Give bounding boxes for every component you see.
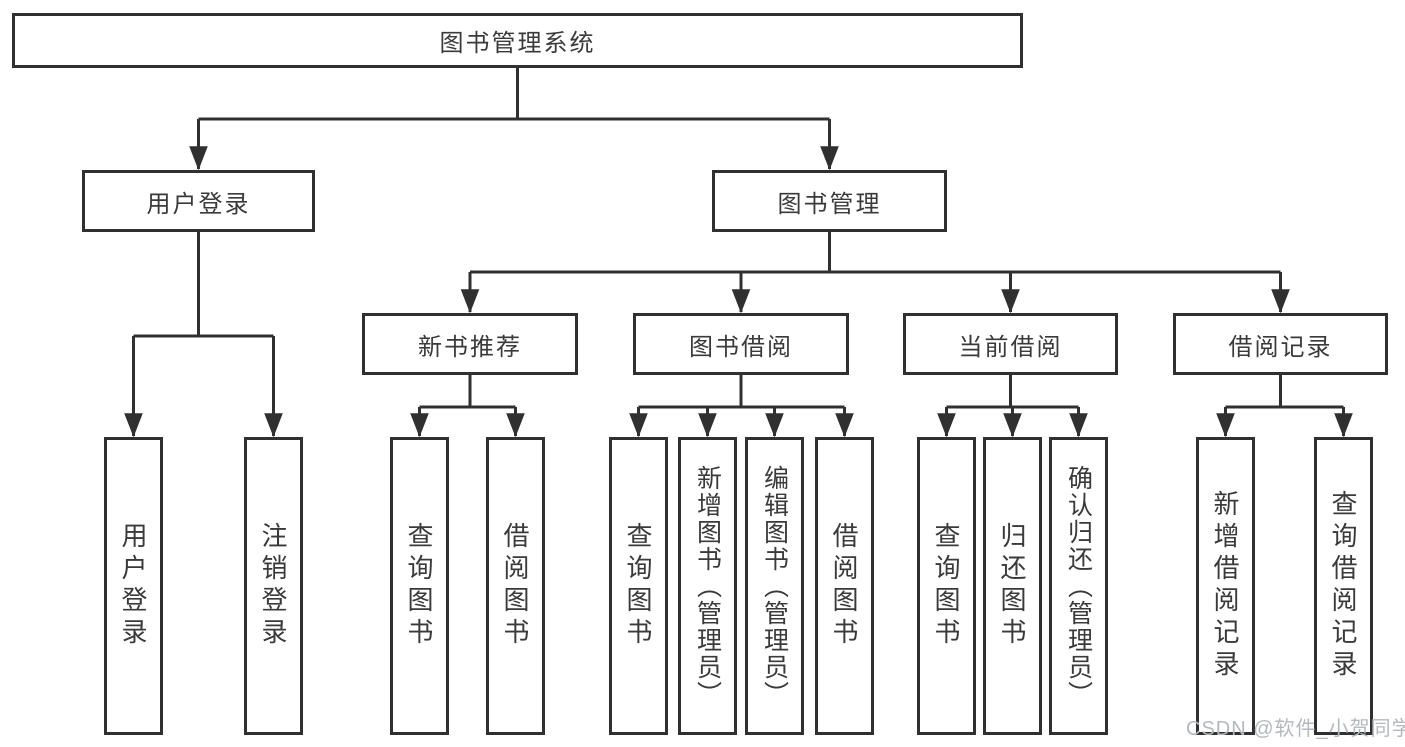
leaf-logout-login: 注销登录 (244, 437, 303, 735)
node-book-management: 图书管理 (712, 170, 947, 232)
leaf-borrow-books-recommend: 借阅图书 (486, 437, 545, 735)
leaf-query-books-recommend: 查询图书 (390, 437, 449, 735)
leaf-edit-books-admin: 编辑图书（管理员） (745, 437, 804, 735)
leaf-user-login: 用户登录 (104, 437, 163, 735)
node-user-login: 用户登录 (82, 170, 315, 232)
node-book-borrowing: 图书借阅 (633, 313, 849, 375)
leaf-confirm-return-admin: 确认归还（管理员） (1049, 437, 1108, 735)
leaf-return-books: 归还图书 (983, 437, 1042, 735)
leaf-add-books-admin: 新增图书（管理员） (678, 437, 737, 735)
node-new-book-recommend: 新书推荐 (362, 313, 578, 375)
leaf-query-borrow-record: 查询借阅记录 (1314, 437, 1373, 735)
csdn-watermark: CSDN @软件_小贺同学 (1186, 718, 1405, 740)
leaf-borrow-books-borrowing: 借阅图书 (815, 437, 874, 735)
leaf-query-books-borrowing: 查询图书 (609, 437, 668, 735)
node-current-borrowing: 当前借阅 (903, 313, 1118, 375)
leaf-add-borrow-record: 新增借阅记录 (1196, 437, 1255, 735)
node-library-management-system: 图书管理系统 (12, 13, 1023, 68)
leaf-query-books-current: 查询图书 (917, 437, 976, 735)
node-borrowing-records: 借阅记录 (1173, 313, 1388, 375)
